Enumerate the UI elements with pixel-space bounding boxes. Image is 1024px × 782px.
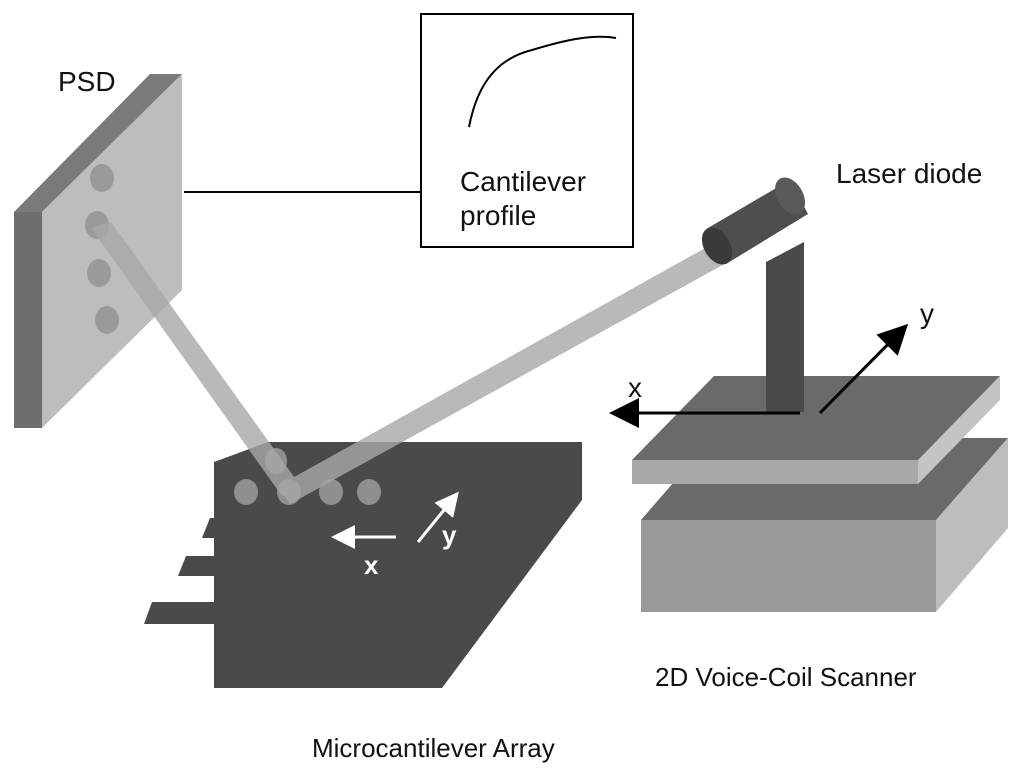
cantilever-profile-box	[420, 13, 634, 248]
array-spot	[319, 479, 343, 505]
reflected-beam	[91, 222, 302, 496]
voice-coil-scanner-label: 2D Voice-Coil Scanner	[655, 662, 917, 692]
scanner-y-arrow	[818, 323, 909, 415]
profile-curve	[468, 35, 617, 128]
cantilever-beam	[178, 556, 258, 576]
voice-coil-scanner	[632, 376, 1008, 612]
array-y-arrow	[416, 491, 459, 543]
scanner-y-label: y	[920, 298, 934, 329]
microcantilever-array	[144, 442, 582, 688]
psd-label: PSD	[58, 66, 116, 97]
scanner-x-label: x	[628, 372, 642, 403]
array-y-label: y	[442, 520, 457, 550]
cantilever-beam	[202, 518, 282, 538]
profile-label-line1: Cantilever	[460, 166, 587, 197]
laser-beams	[91, 222, 728, 504]
psd-spot	[95, 306, 119, 334]
cantilever-beam	[144, 602, 224, 624]
laser-diode-label: Laser diode	[836, 158, 983, 189]
profile-label-line2: profile	[460, 200, 537, 231]
array-x-label: x	[364, 550, 379, 580]
array-spot	[234, 479, 258, 505]
psd-detector	[14, 74, 182, 428]
array-spot	[357, 479, 381, 505]
psd-spot	[90, 164, 114, 192]
microcantilever-array-label: Microcantilever Array	[312, 733, 555, 763]
laser-diode	[701, 177, 808, 412]
incident-beam	[278, 242, 728, 504]
psd-spot	[87, 259, 111, 287]
